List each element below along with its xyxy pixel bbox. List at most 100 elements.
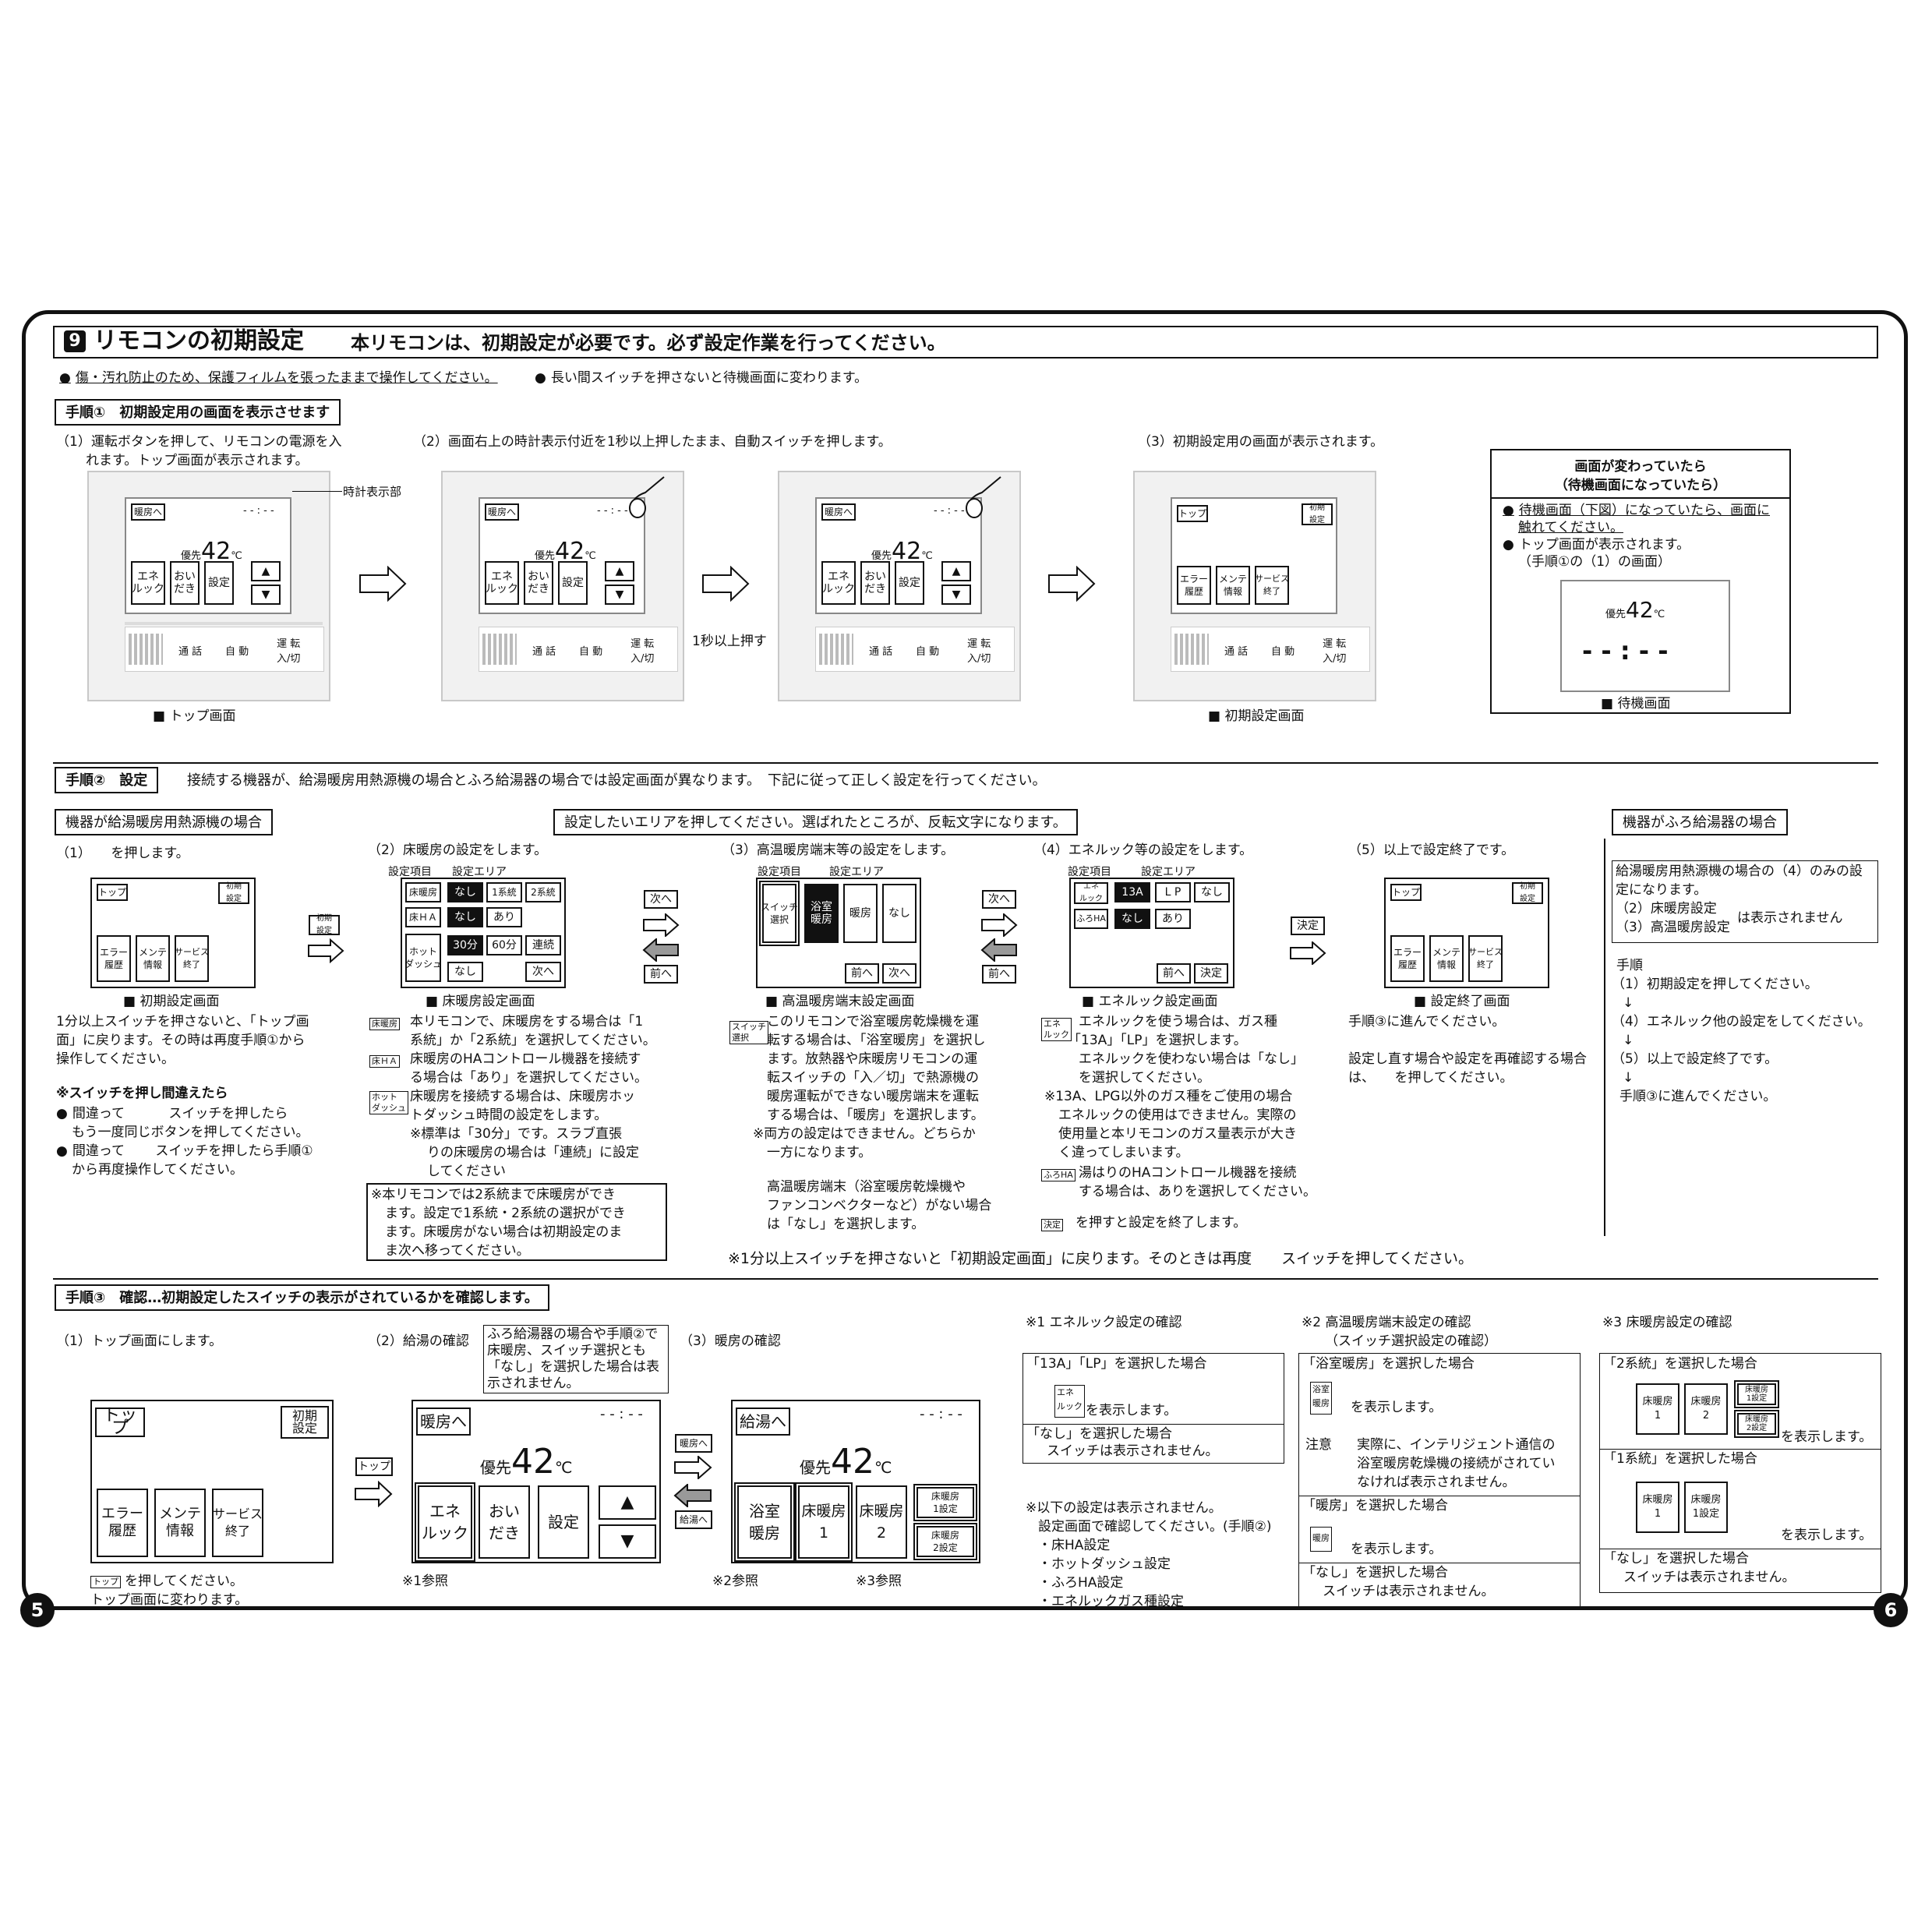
error-history-button[interactable]: エラー 履歴	[1177, 566, 1211, 605]
shoki-settei-button[interactable]: 初期 設定	[1512, 882, 1543, 904]
prev-button[interactable]: 前へ	[1157, 963, 1191, 984]
hot-dash-60-button[interactable]: 60分	[486, 935, 522, 955]
gas-13a-button[interactable]: 13A	[1114, 882, 1150, 902]
nav-prev-button[interactable]: 前へ	[644, 965, 678, 984]
tsuwa-button[interactable]: 通 話	[1224, 646, 1249, 658]
oidaki-button[interactable]: おい だき	[170, 561, 200, 605]
maintenance-button[interactable]: メンテ 情報	[1429, 935, 1464, 982]
none-button[interactable]: なし	[882, 884, 917, 943]
e6: エネルックの使用はできません。実際の	[1058, 1107, 1297, 1123]
down-button[interactable]: ▼	[605, 585, 634, 605]
top-button[interactable]: トップ	[1177, 505, 1208, 522]
oidaki-button[interactable]: おい だき	[860, 561, 890, 605]
top-hint2: トップ画面に変わります。	[90, 1592, 249, 1608]
enelook-button[interactable]: エネ ルック	[821, 561, 856, 605]
hot-dash-none-button[interactable]: なし	[447, 962, 483, 982]
heating-button[interactable]: 暖房	[843, 884, 878, 943]
hot-dash-continuous-button[interactable]: 連続	[525, 935, 561, 955]
h7: ※両方の設定はできません。どちらか	[753, 1126, 976, 1142]
shoki-settei-button[interactable]: 初期 設定	[309, 914, 340, 935]
kyuto-he-button[interactable]: 給湯へ	[736, 1407, 790, 1436]
tsuwa-button[interactable]: 通 話	[178, 646, 203, 658]
nav-next-button[interactable]: 次へ	[644, 890, 678, 909]
furo-ha-yes-button[interactable]: あり	[1155, 909, 1191, 929]
note-2: 長い間スイッチを押さないと待機画面に変わります。	[535, 369, 867, 387]
nav-kyuto-button[interactable]: 給湯へ	[675, 1510, 712, 1529]
unten-button[interactable]: 運 転 入/切	[277, 638, 301, 665]
caption-top-screen: ■ トップ画面	[153, 708, 236, 724]
jido-button[interactable]: 自 動	[1271, 646, 1295, 658]
shoki-settei-button[interactable]: 初期 設定	[218, 882, 249, 904]
maintenance-button[interactable]: メンテ 情報	[1216, 566, 1250, 605]
r9: （5）以上で設定終了です。	[1612, 1051, 1778, 1067]
floor-heating-1-button[interactable]: 床暖房 1	[798, 1485, 849, 1559]
top-button[interactable]: トップ	[95, 1407, 145, 1437]
gas-lp-button[interactable]: L P	[1155, 882, 1191, 902]
shoki-settei-button[interactable]: 初期 設定	[1302, 503, 1333, 525]
unten-button[interactable]: 運 転 入/切	[967, 638, 991, 665]
n3-e: 「なし」を選択した場合	[1603, 1551, 1749, 1566]
unten-button[interactable]: 運 転 入/切	[1323, 638, 1347, 665]
floor-ha-none-button[interactable]: なし	[447, 907, 483, 927]
enelook-button[interactable]: エネ ルック	[418, 1485, 472, 1559]
jido-button[interactable]: 自 動	[579, 646, 603, 658]
tsuwa-button[interactable]: 通 話	[869, 646, 893, 658]
settei-button[interactable]: 設定	[558, 561, 588, 605]
enelook-button[interactable]: エネ ルック	[131, 561, 165, 605]
oidaki-button[interactable]: おい だき	[479, 1485, 530, 1559]
nav-prev-button[interactable]: 前へ	[982, 965, 1016, 984]
service-end-button[interactable]: サービス 終了	[212, 1489, 263, 1557]
jido-button[interactable]: 自 動	[225, 646, 249, 658]
danbou-he-button[interactable]: 暖房へ	[485, 503, 519, 521]
nav-decide-button[interactable]: 決定	[1291, 917, 1325, 935]
settei-button[interactable]: 設定	[538, 1485, 589, 1559]
nav-next-button[interactable]: 次へ	[982, 890, 1016, 909]
danbou-he-button[interactable]: 暖房へ	[821, 503, 856, 521]
floor-heating-1-setting-button[interactable]: 床暖房 1設定	[917, 1487, 974, 1518]
up-button[interactable]: ▲	[941, 561, 971, 581]
down-button[interactable]: ▼	[251, 585, 281, 605]
service-end-button[interactable]: サービス 終了	[1468, 935, 1503, 982]
floor-none-button[interactable]: なし	[447, 882, 483, 902]
down-button[interactable]: ▼	[941, 585, 971, 605]
oidaki-button[interactable]: おい だき	[524, 561, 553, 605]
error-history-button[interactable]: エラー 履歴	[97, 1489, 148, 1557]
floor-heating-2-button[interactable]: 床暖房 2	[856, 1485, 907, 1559]
settei-button[interactable]: 設定	[895, 561, 924, 605]
bath-heating-button[interactable]: 浴室 暖房	[737, 1485, 792, 1559]
enelook-button[interactable]: エネ ルック	[485, 561, 519, 605]
tsuwa-button[interactable]: 通 話	[532, 646, 556, 658]
up-button[interactable]: ▲	[251, 561, 281, 581]
service-end-button[interactable]: サービス 終了	[1255, 566, 1289, 605]
nav-top-button[interactable]: トップ	[355, 1457, 393, 1476]
danbou-he-button[interactable]: 暖房へ	[416, 1407, 471, 1436]
maintenance-button[interactable]: メンテ 情報	[136, 935, 170, 982]
top-button[interactable]: トップ	[97, 884, 128, 901]
floor-heating-2-setting-button[interactable]: 床暖房 2設定	[917, 1526, 974, 1557]
danbou-he-button[interactable]: 暖房へ	[131, 503, 165, 521]
nav-danbou-button[interactable]: 暖房へ	[675, 1434, 712, 1453]
jido-button[interactable]: 自 動	[916, 646, 940, 658]
error-history-button[interactable]: エラー 履歴	[97, 935, 131, 982]
floor-1-system-button[interactable]: 1系統	[486, 882, 522, 902]
unten-button[interactable]: 運 転 入/切	[630, 638, 655, 665]
decide-button[interactable]: 決定	[1194, 963, 1228, 984]
down-button[interactable]: ▼	[599, 1524, 656, 1559]
settei-button[interactable]: 設定	[204, 561, 234, 605]
hot-dash-30-button[interactable]: 30分	[447, 935, 483, 955]
error-history-button[interactable]: エラー 履歴	[1390, 935, 1425, 982]
service-end-button[interactable]: サービス 終了	[175, 935, 209, 982]
shoki-settei-button[interactable]: 初期 設定	[281, 1406, 329, 1439]
floor-ha-yes-button[interactable]: あり	[486, 907, 522, 927]
up-button[interactable]: ▲	[605, 561, 634, 581]
floor-2-system-button[interactable]: 2系統	[525, 882, 561, 902]
none-button[interactable]: なし	[1194, 882, 1230, 902]
top-button[interactable]: トップ	[1390, 884, 1422, 901]
bath-heating-button[interactable]: 浴室 暖房	[804, 884, 839, 943]
maintenance-button[interactable]: メンテ 情報	[154, 1489, 206, 1557]
up-button[interactable]: ▲	[599, 1485, 656, 1520]
next-button[interactable]: 次へ	[882, 963, 917, 984]
prev-button[interactable]: 前へ	[845, 963, 879, 984]
furo-ha-none-button[interactable]: なし	[1114, 909, 1150, 929]
next-button[interactable]: 次へ	[525, 962, 561, 982]
